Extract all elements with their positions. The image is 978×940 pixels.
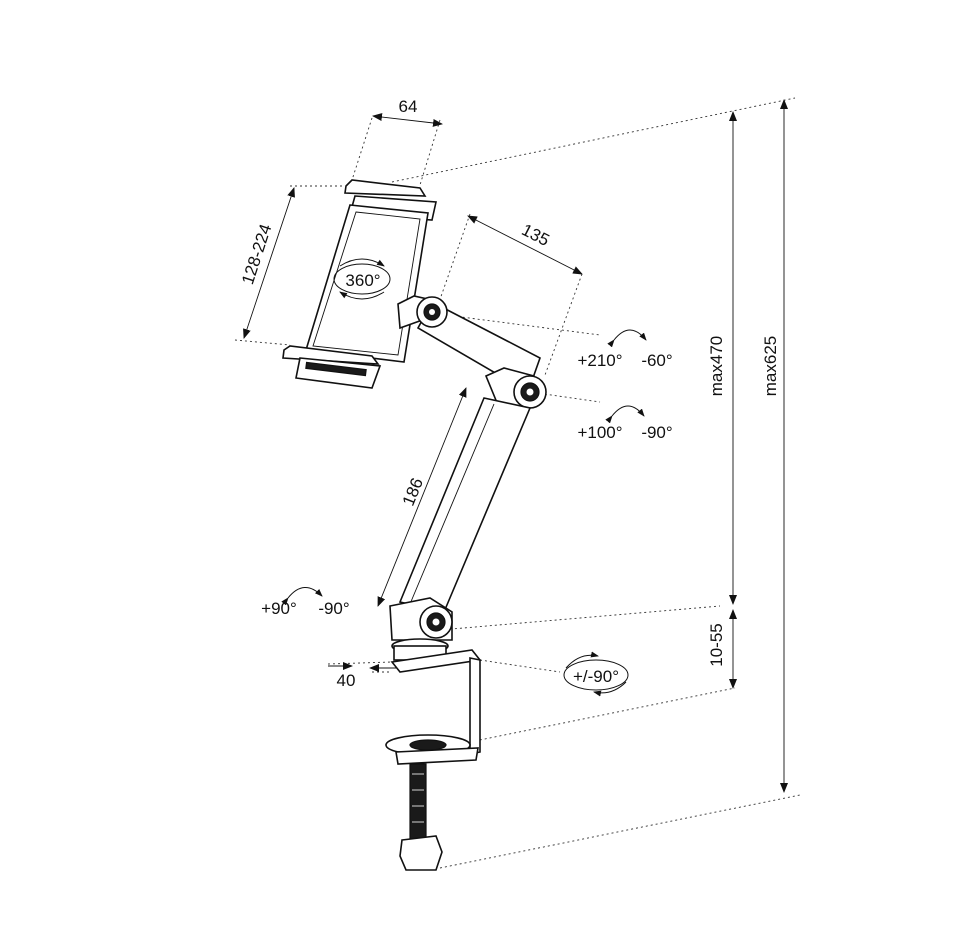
extension-lines	[234, 97, 801, 869]
dim-max-height-arm: max470	[707, 336, 726, 396]
dim-clamp-range: 10-55	[707, 623, 726, 666]
dim-max-height-total: max625	[761, 336, 780, 396]
dimension-lines	[243, 99, 788, 793]
base-joint-plus-label: +90°	[261, 599, 297, 618]
upper-joint-plus-label: +210°	[577, 351, 622, 370]
dim-lower-arm: 186	[399, 475, 427, 508]
dim-upper-arm: 135	[519, 220, 553, 250]
rotation-arcs	[281, 329, 647, 697]
desk-clamp	[385, 649, 482, 871]
upper-joint-minus-label: -60°	[641, 351, 672, 370]
middle-joint-minus-label: -90°	[641, 423, 672, 442]
dim-clamp-offset: 40	[337, 671, 356, 690]
tablet-holder: 360°	[282, 179, 437, 389]
holder-rotation-label: 360°	[345, 271, 380, 290]
lower-arm	[398, 397, 532, 613]
base-joint-minus-label: -90°	[318, 599, 349, 618]
middle-joint-plus-label: +100°	[577, 423, 622, 442]
base-joint	[389, 597, 453, 661]
base-swivel-label: +/-90°	[573, 667, 619, 686]
dim-holder-range: 128-224	[238, 222, 275, 287]
dim-holder-depth: 64	[399, 97, 418, 116]
